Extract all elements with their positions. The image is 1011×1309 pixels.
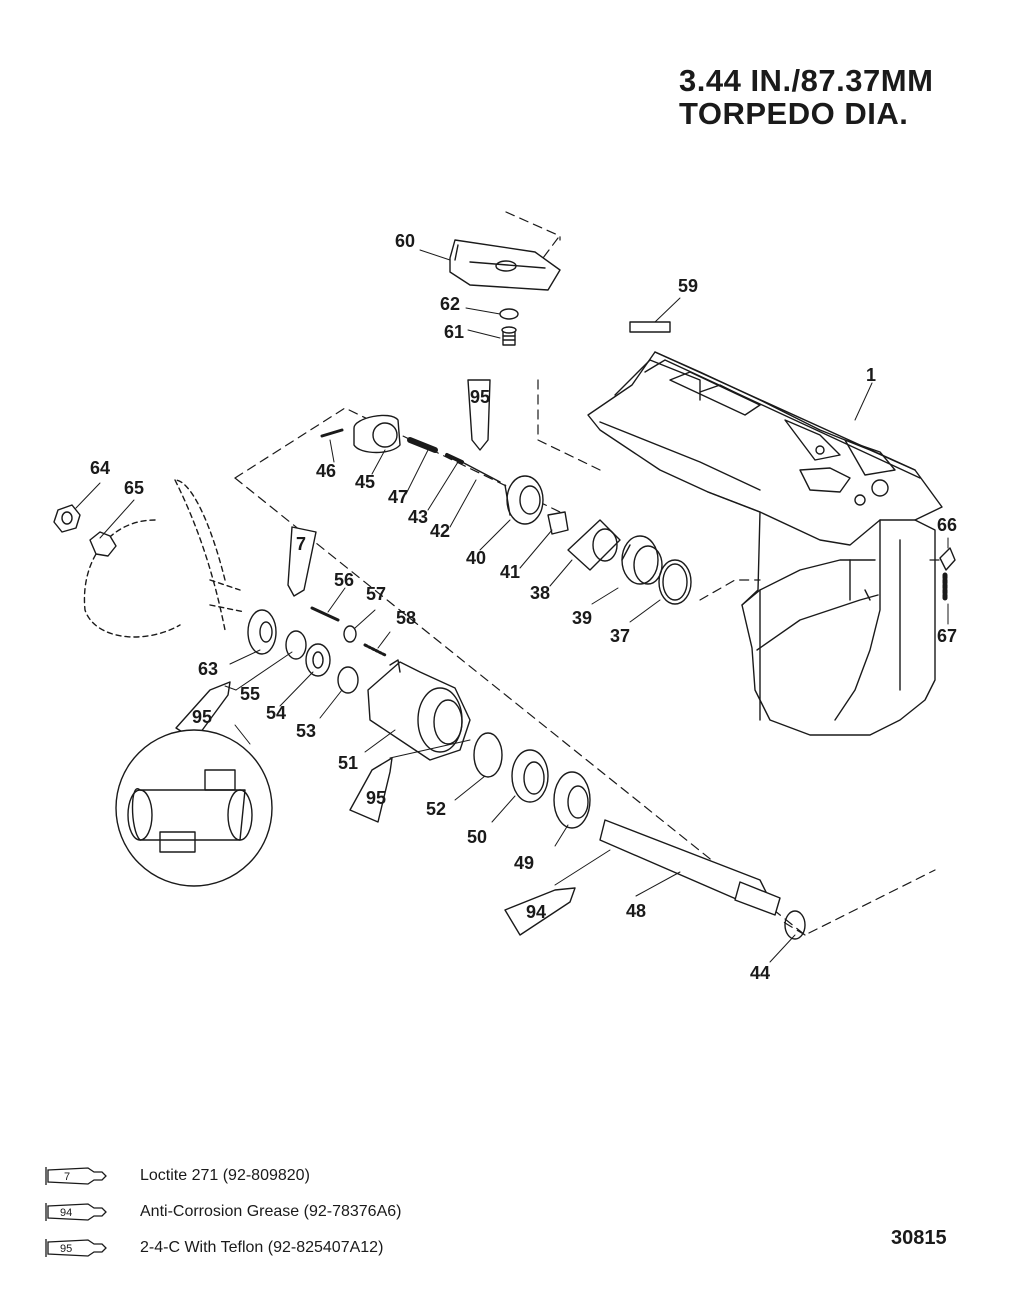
callout-66: 66 xyxy=(937,515,957,535)
clutch-parts xyxy=(320,414,501,483)
callout-67: 67 xyxy=(937,626,957,646)
callout-1: 1 xyxy=(866,365,876,385)
grease-tube-95-mid xyxy=(349,757,393,823)
callout-51: 51 xyxy=(338,753,358,773)
callout-56: 56 xyxy=(334,570,354,590)
exploded-view-diagram: 95 7 95 95 94 60 59 62 61 1 46 45 47 43 … xyxy=(53,211,957,983)
sealant-legend: 7 Loctite 271 (92-809820) 94 Anti-Corros… xyxy=(44,1158,644,1266)
callout-38: 38 xyxy=(530,583,550,603)
dashed-guide-lines xyxy=(234,211,951,936)
legend-row-loctite: 7 Loctite 271 (92-809820) xyxy=(44,1158,644,1194)
spring-part xyxy=(363,643,387,657)
legend-row-grease: 94 Anti-Corrosion Grease (92-78376A6) xyxy=(44,1194,644,1230)
callout-55: 55 xyxy=(240,684,260,704)
bearing-carrier xyxy=(367,659,471,761)
callout-58: 58 xyxy=(396,608,416,628)
callout-40: 40 xyxy=(466,548,486,568)
callout-44: 44 xyxy=(750,963,770,983)
diagram-reference-number: 30815 xyxy=(891,1227,947,1249)
tube-label-94: 94 xyxy=(526,902,546,922)
callout-50: 50 xyxy=(467,827,487,847)
washer-part xyxy=(499,308,519,320)
callout-57: 57 xyxy=(366,584,386,604)
callout-52: 52 xyxy=(426,799,446,819)
oil-seal-b xyxy=(305,643,331,677)
callout-59: 59 xyxy=(678,276,698,296)
callout-41: 41 xyxy=(500,562,520,582)
callout-49: 49 xyxy=(514,853,534,873)
needle-bearing xyxy=(547,511,569,535)
sealant-tube-icon: 95 xyxy=(45,1239,107,1257)
gearcase-housing xyxy=(587,351,943,736)
callout-54: 54 xyxy=(266,703,286,723)
sealant-tube-icon: 7 xyxy=(45,1167,107,1185)
anode-plate xyxy=(449,239,561,291)
tube-label-95-mid: 95 xyxy=(366,788,386,808)
legend-tube-label: 94 xyxy=(60,1207,72,1219)
title-line-2: TORPEDO DIA. xyxy=(679,96,909,131)
sealant-tube-icon: 94 xyxy=(45,1203,107,1221)
title-line-1: 3.44 IN./87.37MM xyxy=(679,63,934,98)
leader-lines xyxy=(75,249,949,963)
trim-tab-anode xyxy=(939,547,956,603)
propeller-shaft xyxy=(599,819,781,916)
callout-43: 43 xyxy=(408,507,428,527)
needle-bearing-rear xyxy=(337,666,359,694)
decal-part xyxy=(629,321,671,333)
callout-47: 47 xyxy=(388,487,408,507)
tube-label-95-left: 95 xyxy=(192,707,212,727)
pinion-gear xyxy=(504,475,544,525)
grease-tube-94 xyxy=(504,887,576,936)
thrust-hub xyxy=(247,609,277,655)
callout-65: 65 xyxy=(124,478,144,498)
callout-42: 42 xyxy=(430,521,450,541)
callout-37: 37 xyxy=(610,626,630,646)
legend-text: 2-4-C With Teflon (92-825407A12) xyxy=(140,1239,384,1256)
oil-seal-a xyxy=(285,630,307,660)
callout-62: 62 xyxy=(440,294,460,314)
callout-64: 64 xyxy=(90,458,110,478)
legend-text: Loctite 271 (92-809820) xyxy=(140,1167,310,1184)
tube-label-95-top: 95 xyxy=(470,387,490,407)
legend-tube-label: 7 xyxy=(64,1171,70,1183)
callout-46: 46 xyxy=(316,461,336,481)
bearing-cup xyxy=(621,535,663,585)
callout-39: 39 xyxy=(572,608,592,628)
callout-45: 45 xyxy=(355,472,375,492)
legend-row-teflon: 95 2-4-C With Teflon (92-825407A12) xyxy=(44,1230,644,1266)
callout-60: 60 xyxy=(395,231,415,251)
tube-label-7: 7 xyxy=(296,534,306,554)
legend-text: Anti-Corrosion Grease (92-78376A6) xyxy=(140,1203,402,1220)
tapered-bearing xyxy=(567,519,621,571)
propeller-nut xyxy=(53,504,81,533)
callout-53: 53 xyxy=(296,721,316,741)
tab-washer xyxy=(89,531,117,557)
screw-small xyxy=(310,606,340,622)
callout-48: 48 xyxy=(626,901,646,921)
reverse-gear xyxy=(553,771,591,829)
ball-bearing xyxy=(511,749,549,803)
o-ring xyxy=(473,732,503,778)
grease-tube-7 xyxy=(287,526,317,597)
lock-washer xyxy=(343,625,357,643)
callout-63: 63 xyxy=(198,659,218,679)
callout-61: 61 xyxy=(444,322,464,342)
page-title: 3.44 IN./87.37MM TORPEDO DIA. xyxy=(679,64,933,130)
legend-tube-label: 95 xyxy=(60,1243,72,1255)
propeller xyxy=(83,479,246,638)
grease-tube-95-top xyxy=(467,379,491,451)
detail-inset xyxy=(115,729,273,887)
shim-ring xyxy=(658,559,692,605)
retaining-clip xyxy=(784,910,806,940)
screw-part xyxy=(501,326,517,346)
